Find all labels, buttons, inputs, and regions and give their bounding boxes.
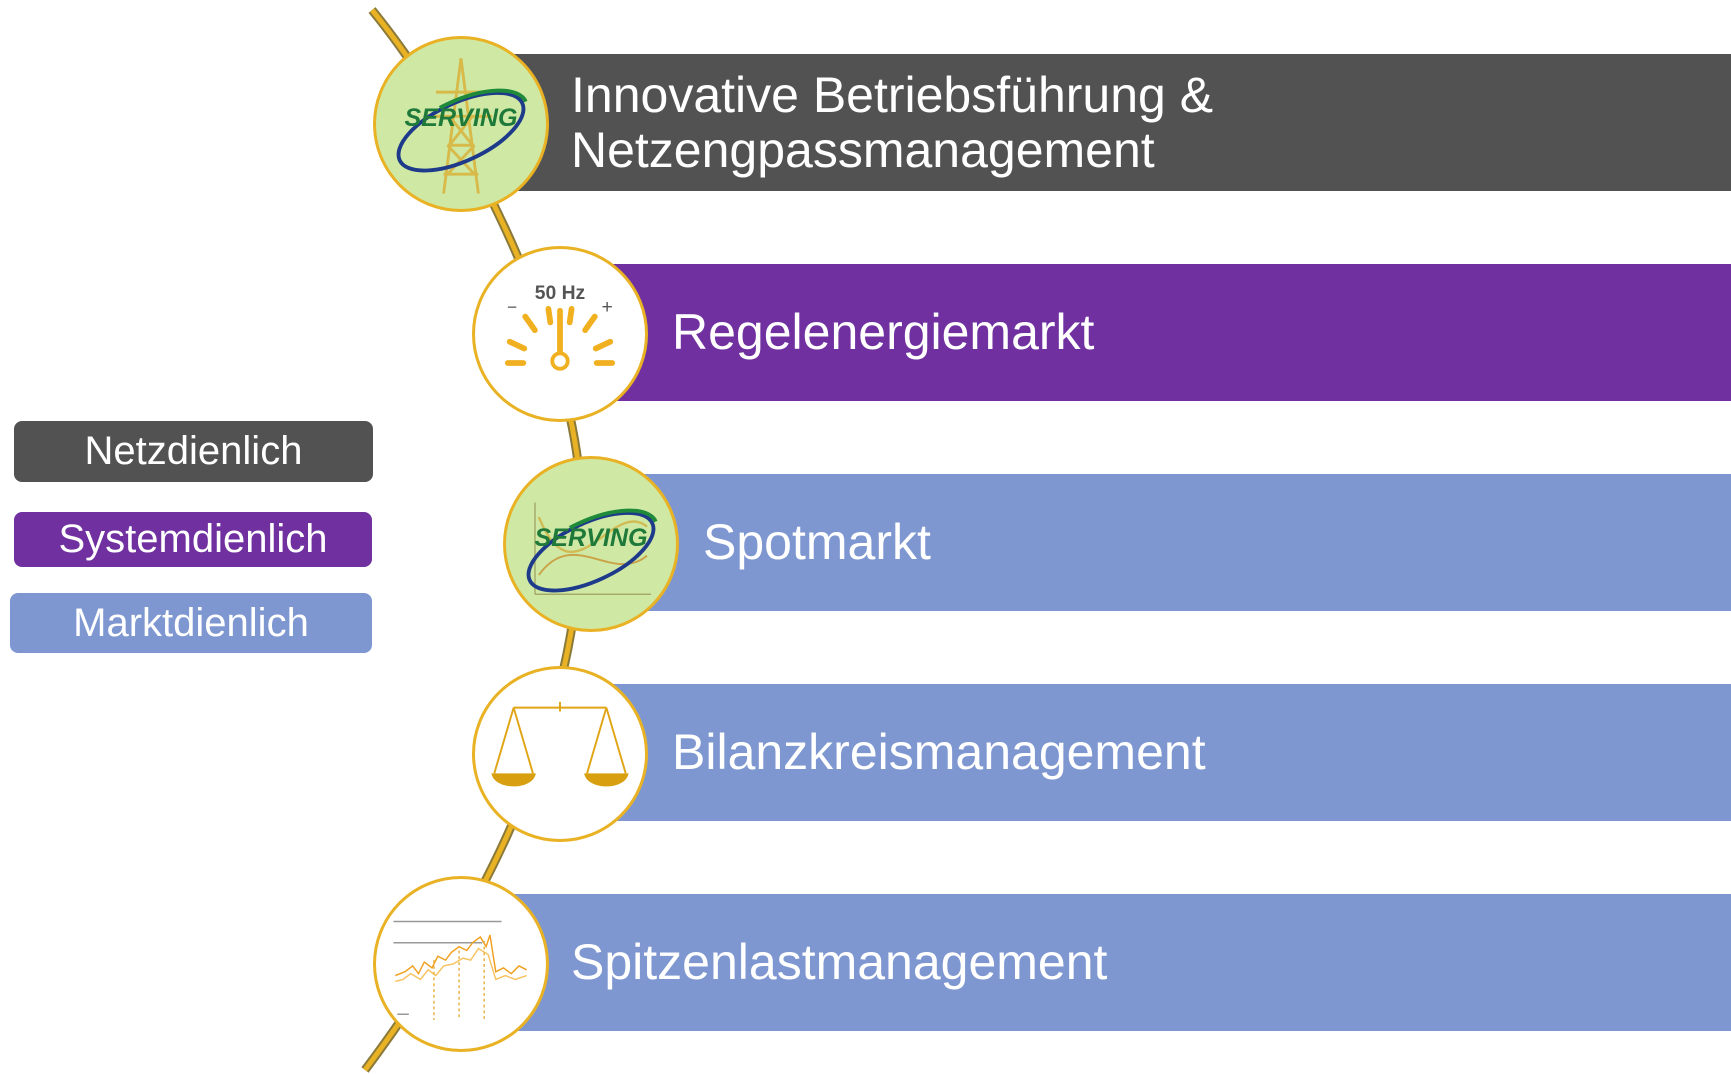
- item-label: Spotmarkt: [703, 514, 931, 570]
- serving-chart-logo-icon: SERVING: [503, 456, 679, 632]
- serving-pylon-logo-icon: SERVING: [373, 36, 549, 212]
- logo-text: SERVING: [534, 524, 647, 552]
- legend-label: Marktdienlich: [73, 600, 309, 645]
- item-label: Bilanzkreismanagement: [672, 724, 1206, 780]
- legend-marktdienlich: Marktdienlich: [10, 593, 372, 653]
- item-bar-bilanzkreismanagement: Bilanzkreismanagement: [606, 684, 1731, 821]
- legend-systemdienlich: Systemdienlich: [14, 512, 372, 567]
- frequency-gauge-icon: 50 Hz − +: [472, 246, 648, 422]
- legend-label: Netzdienlich: [84, 429, 303, 473]
- item-label-line: Netzengpassmanagement: [571, 121, 1155, 178]
- logo-text: SERVING: [404, 104, 517, 132]
- legend-label: Systemdienlich: [58, 517, 328, 561]
- minus-sign: −: [507, 297, 517, 317]
- item-bar-spitzenlastmanagement: Spitzenlastmanagement: [505, 894, 1731, 1031]
- frequency-label: 50 Hz: [535, 283, 585, 304]
- item-bar-spotmarkt: Spotmarkt: [637, 474, 1731, 611]
- item-bar-regelenergiemarkt: Regelenergiemarkt: [606, 264, 1731, 401]
- plus-sign: +: [602, 297, 613, 318]
- legend-netzdienlich: Netzdienlich: [14, 421, 373, 482]
- item-bar-betriebsfuehrung: Innovative Betriebsführung & Netzengpass…: [505, 54, 1731, 191]
- load-curve-icon: [373, 876, 549, 1052]
- balance-scale-icon: [472, 666, 648, 842]
- item-label-line: Innovative Betriebsführung &: [571, 66, 1214, 123]
- item-label: Regelenergiemarkt: [672, 304, 1095, 360]
- item-label: Spitzenlastmanagement: [571, 934, 1108, 990]
